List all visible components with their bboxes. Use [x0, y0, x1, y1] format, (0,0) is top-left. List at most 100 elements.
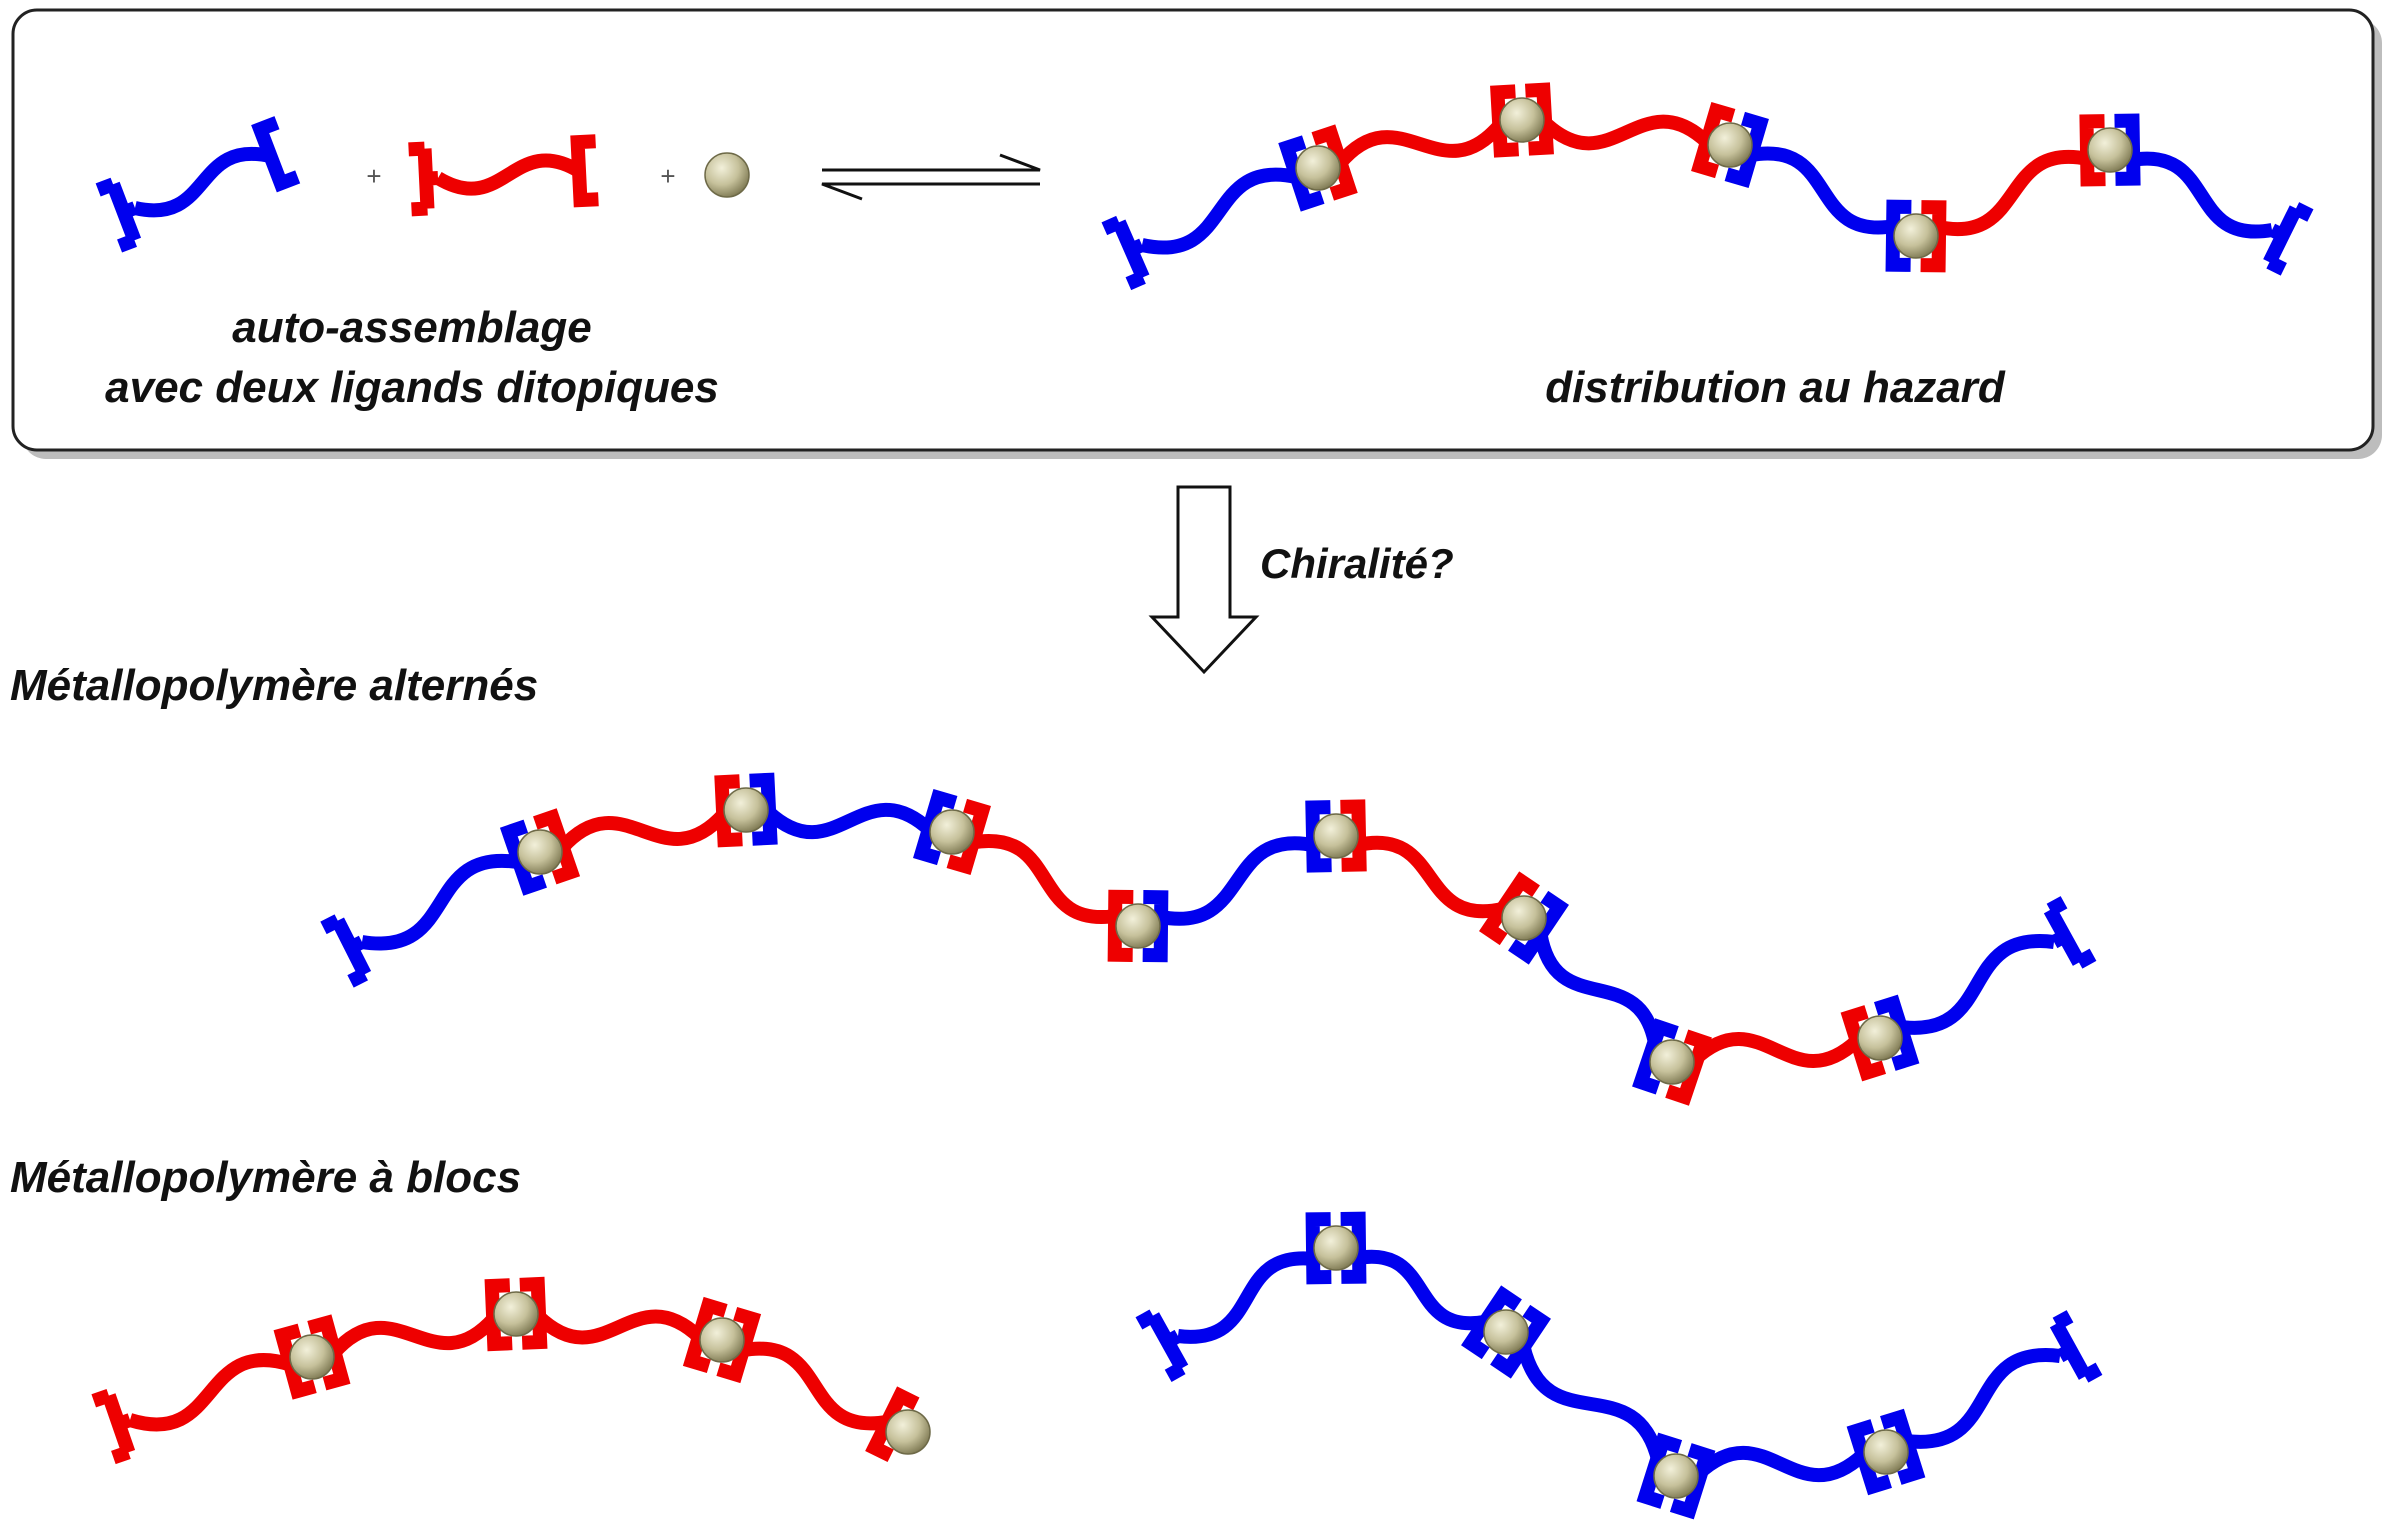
ligand-blue-bracket	[1142, 890, 1169, 963]
ligand-blue-bracket	[1724, 111, 1769, 189]
ligand-red-bracket	[1665, 1029, 1712, 1106]
ligand-red-bracket	[1490, 84, 1520, 158]
ligand-blue-bracket	[1305, 800, 1332, 873]
ligand-red-bracket	[1311, 124, 1358, 201]
ligand-blue-spacer	[1355, 1249, 1487, 1331]
ligand-blue-terminal	[320, 914, 372, 988]
metal-ion	[493, 1291, 539, 1337]
ligand-blue-spacer	[2129, 151, 2274, 239]
ligand-blue-bracket	[1846, 1419, 1892, 1496]
ligand-red-bracket	[273, 1323, 317, 1400]
ligand-blue-spacer	[1140, 167, 1299, 255]
ligand-blue-bracket	[1885, 199, 1912, 272]
ligand-blue-bracket	[1461, 1285, 1522, 1360]
ligand-red-bracket	[716, 1306, 762, 1384]
plus-sign-1: +	[366, 161, 381, 191]
ligand-red-spacer	[1335, 120, 1505, 168]
ligand-red-bracket	[570, 134, 599, 208]
ligand-blue-bracket	[1632, 1018, 1679, 1095]
ligand-blue-bracket	[1278, 135, 1325, 212]
ligand-blue-terminal	[1101, 215, 1150, 291]
ligand-red-bracket	[1524, 82, 1554, 156]
ligand-red-spacer	[557, 809, 729, 853]
ligand-blue-bracket	[1305, 1212, 1332, 1285]
ligand-red-spacer	[1690, 1032, 1862, 1068]
metal-ion	[1649, 1039, 1695, 1085]
ligand-red-spacer	[534, 1309, 704, 1345]
ligand-blue-terminal	[2043, 896, 2097, 969]
ligand-blue-spacer	[133, 147, 273, 218]
ligand-blue-bracket	[749, 772, 778, 846]
red-block-metallopolymer	[91, 1276, 931, 1465]
ligand-blue-spacer	[360, 853, 521, 951]
forward-arrow	[822, 153, 1041, 172]
metal-ion	[1483, 1309, 1529, 1355]
ligand-red-spacer	[1540, 114, 1712, 151]
metal-ion	[704, 152, 750, 198]
self-assembly-box	[11, 8, 2375, 452]
ligand-blue-spacer	[1157, 836, 1317, 926]
ligand-blue-terminal	[2049, 1310, 2103, 1383]
ligand-blue-spacer	[1533, 932, 1663, 1048]
ligand-blue	[95, 116, 301, 253]
metal-ion	[699, 1317, 745, 1363]
ligand-blue-bracket	[499, 819, 547, 896]
ligand-red-terminal	[408, 141, 439, 217]
ligand-red-bracket	[1691, 101, 1736, 179]
ligand-blue-bracket	[1873, 994, 1920, 1071]
ligand-red-spacer	[971, 833, 1119, 925]
metal-ion	[1313, 1225, 1359, 1271]
ligand-blue-bracket	[1508, 890, 1569, 965]
ligand-blue-spacer	[764, 802, 934, 840]
metal-ion	[1893, 213, 1939, 259]
metal-ion	[517, 829, 563, 875]
ligand-red-spacer	[741, 1341, 889, 1431]
block-polymer-title: Métallopolymère à blocs	[10, 1153, 521, 1202]
metal-ion	[929, 809, 975, 855]
ligand-red-bracket	[1479, 871, 1540, 946]
ligand-red-bracket	[1107, 889, 1134, 962]
ligand-blue-bracket	[2114, 113, 2141, 186]
ligand-red-bracket	[2079, 114, 2106, 187]
ligand-red-bracket	[307, 1314, 351, 1391]
metal-ion	[1313, 813, 1359, 859]
ligand-blue-terminal	[95, 177, 142, 253]
ligand-blue-bracket	[1880, 1408, 1926, 1485]
ligand-blue-spacer	[1694, 1445, 1868, 1483]
ligand-blue-bracket	[1636, 1432, 1683, 1509]
ligand-blue-spacer	[1177, 1251, 1317, 1344]
ligand-red-bracket	[533, 808, 581, 885]
metal-ion	[1295, 145, 1341, 191]
ligand-red-bracket	[1920, 200, 1947, 273]
ligand-red-spacer	[434, 153, 583, 196]
ligand-red-terminal	[91, 1388, 136, 1465]
two-ditopic-ligands-label: avec deux ligands ditopiques	[105, 363, 719, 412]
random-distribution-polymer	[1101, 82, 2314, 291]
ligand-blue-spacer	[1905, 1348, 2061, 1449]
ligand-blue-bracket	[251, 116, 301, 193]
alternating-metallopolymer	[320, 772, 2097, 1106]
reverse-arrow	[821, 182, 1040, 201]
metal-ion	[723, 787, 769, 833]
metal-ion	[289, 1334, 335, 1380]
metal-ion	[885, 1409, 931, 1455]
ligand-blue-terminal	[1135, 1309, 1189, 1382]
chirality-question: Chiralité?	[1260, 540, 1454, 587]
ligand-blue-bracket	[1669, 1443, 1716, 1520]
ligand-red-spacer	[127, 1353, 293, 1432]
ligand-blue-bracket	[913, 788, 958, 866]
metal-ion	[1653, 1453, 1699, 1499]
ligand-red-bracket	[682, 1296, 728, 1374]
ligand-red-spacer	[329, 1313, 499, 1358]
ligand-red-bracket	[865, 1386, 920, 1463]
ligand-blue-terminal	[2263, 202, 2314, 276]
self-assembly-label: auto-assemblage	[232, 303, 591, 352]
ligand-red-bracket	[1340, 799, 1367, 872]
ligand-red-bracket	[714, 774, 743, 848]
ligand-red-bracket	[1840, 1005, 1887, 1082]
metal-ion	[1707, 122, 1753, 168]
ligand-red	[408, 134, 599, 217]
ligand-blue-spacer	[1749, 146, 1897, 235]
down-arrow	[1148, 485, 1260, 675]
ligand-red-spacer	[1355, 835, 1505, 919]
